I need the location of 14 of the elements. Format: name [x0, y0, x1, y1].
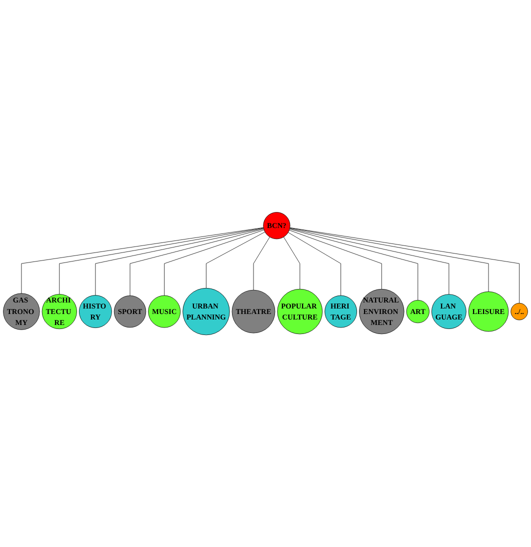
connector	[290, 227, 520, 304]
connector	[289, 228, 418, 300]
connector	[290, 228, 489, 292]
connector	[130, 228, 264, 296]
connector	[283, 236, 300, 290]
connector	[253, 236, 270, 290]
connector	[95, 228, 264, 296]
connector	[206, 232, 266, 288]
connector	[288, 232, 342, 296]
connector	[21, 227, 264, 294]
connector	[289, 230, 382, 290]
connector	[59, 228, 264, 294]
connector	[164, 230, 264, 296]
connector	[290, 228, 450, 294]
